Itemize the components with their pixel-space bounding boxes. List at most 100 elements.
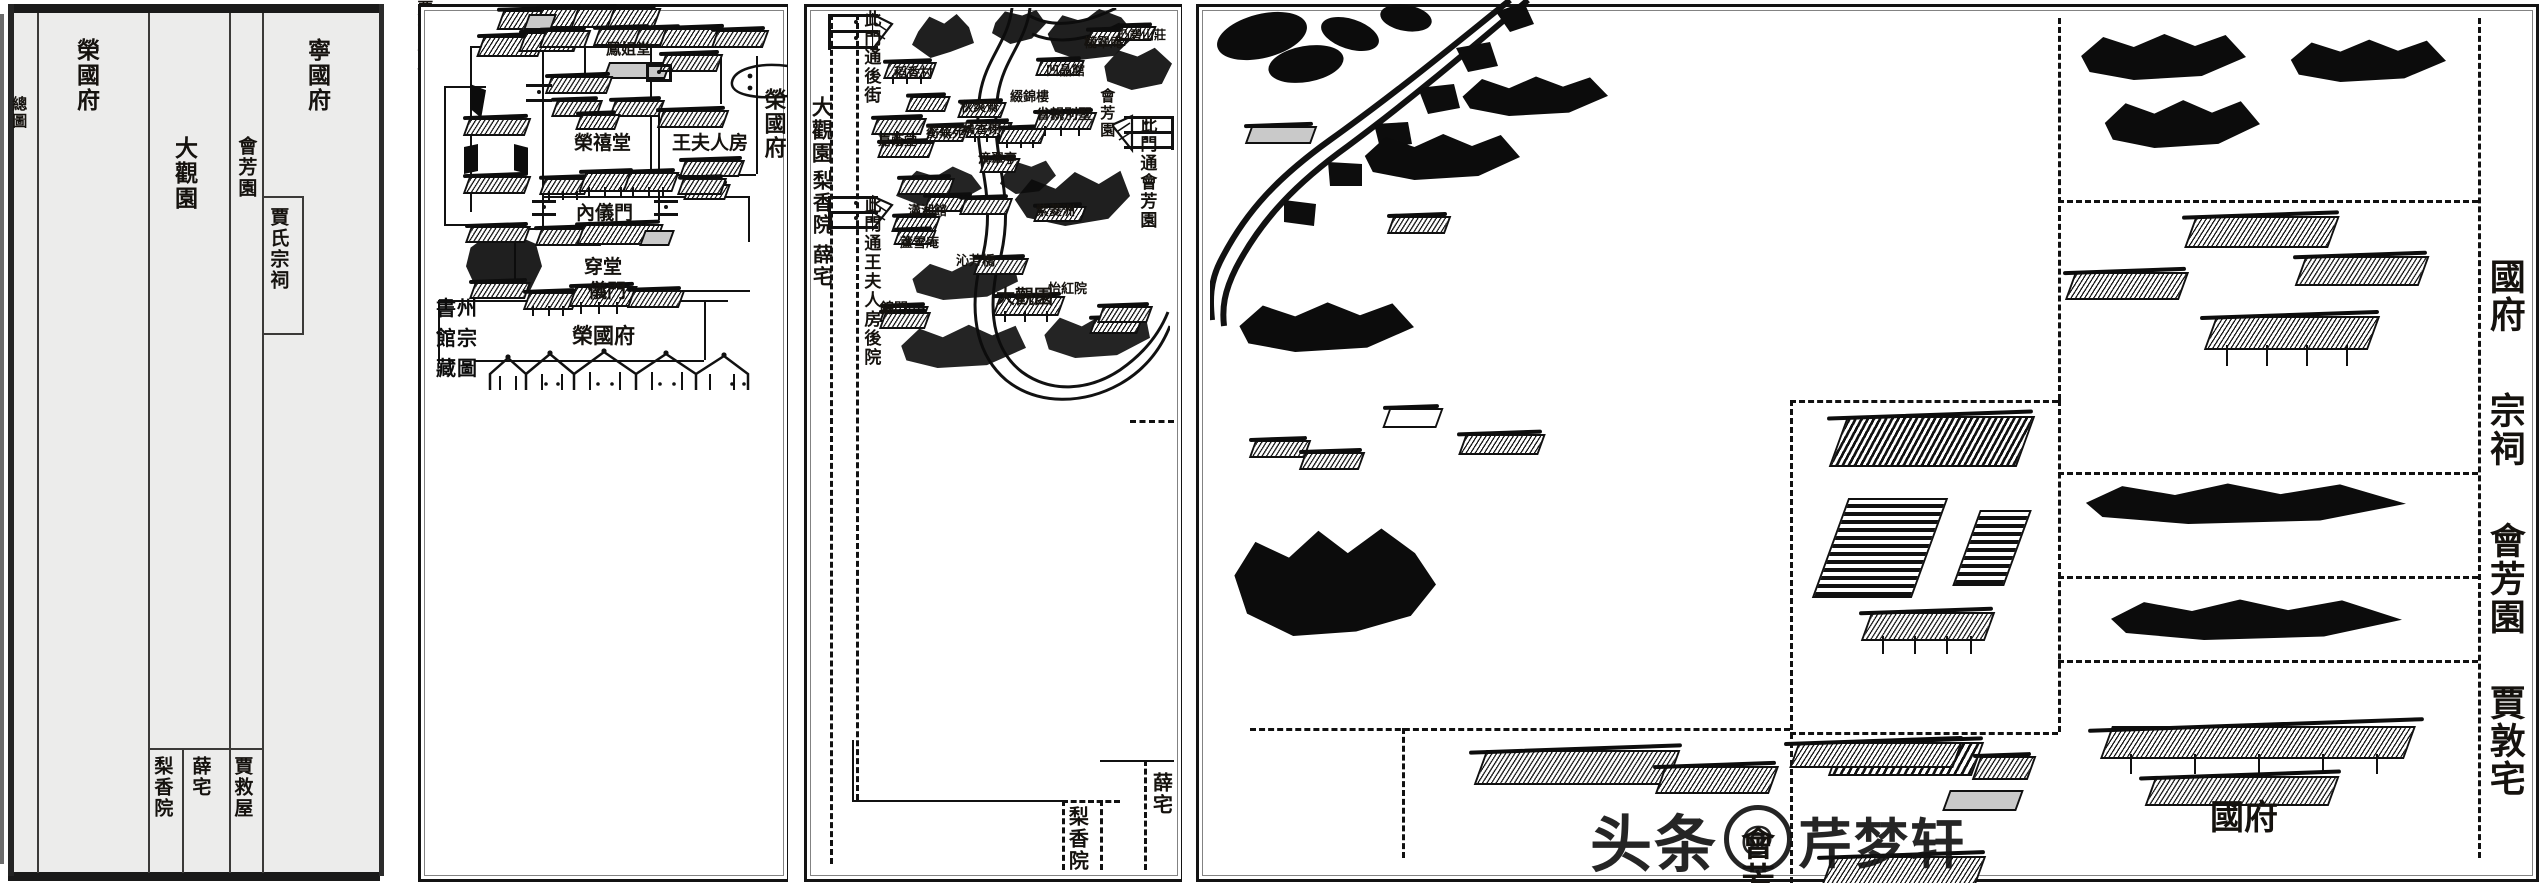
p2-rock-1: [470, 84, 486, 118]
panel2-frame: [418, 4, 788, 882]
p4-court-top: [1790, 400, 2058, 403]
p4-main-hall-roof: [1826, 409, 2036, 494]
p4-ne-rule: [2058, 200, 2478, 203]
panel-ningguo-mansion-map[interactable]: 會芳園 國府 國府 宗祠 會芳園 賈敦宅 头条 @ 芹梦轩: [1190, 0, 2539, 883]
p2-yimen-roof-b: [568, 281, 638, 314]
p3-site-zilingzhou[interactable]: 紫菱洲: [1036, 203, 1076, 218]
label-xuezhai[interactable]: 薛宅: [189, 756, 211, 798]
p2-wall-8: [756, 56, 758, 174]
label-rongguo-fu[interactable]: 榮國府: [73, 38, 99, 113]
panel1-divider-1: [37, 13, 39, 873]
p4-roof-e2: [2088, 717, 2424, 774]
label-wang-furen-fang[interactable]: 王夫人房: [672, 133, 749, 154]
p2-roof-jm-top: [462, 113, 532, 142]
p3-site-zhuijinlou[interactable]: 綴錦樓: [1010, 89, 1050, 104]
label-huifangyuan[interactable]: 會芳園: [235, 136, 257, 199]
p2-pond: [730, 63, 788, 99]
p2-hall-d: [676, 174, 728, 200]
p3-wall-sw: [852, 740, 854, 802]
p4-inner-label-guofu[interactable]: 國府: [2210, 800, 2278, 837]
p3-site-yihongyuan[interactable]: 怡紅院: [1048, 281, 1088, 296]
p3-site-shengqinbieshu[interactable]: 省親別墅: [1036, 108, 1092, 123]
p4-label-ningguo-fu[interactable]: 國府: [2484, 258, 2525, 334]
p3-note-to-huifang: 此門通會芳園: [1137, 116, 1157, 230]
p2-rock-3: [514, 144, 528, 174]
p3-label-lixiangyuan[interactable]: 梨香院: [809, 170, 832, 236]
p3-boundary-s-v2: [1100, 800, 1103, 870]
p3-site-jiayintang[interactable]: 嘉蔭堂: [878, 133, 918, 148]
p3-note-to-wang-furen: 此門通王夫人房後院: [861, 196, 881, 367]
p3-site-dicuiting[interactable]: 滴翠亭: [978, 151, 1018, 166]
p2-gate-box-3: [532, 200, 556, 216]
panel-total-map[interactable]: 總圖 榮國府 大觀園 會芳園 寧國府 賈氏宗祠 梨香院 薛宅 賈救屋: [0, 0, 392, 883]
panel3-frame: [804, 4, 1182, 882]
label-jia-shrine[interactable]: 賈氏宗祠: [267, 207, 289, 291]
panel1-left-rule: [8, 4, 14, 876]
p2-wall-13: [542, 110, 544, 230]
p3-boundary-left2: [856, 14, 859, 800]
label-yi-men[interactable]: 儀門: [588, 281, 627, 302]
p3-label-xuezhai[interactable]: 薛宅: [809, 244, 832, 288]
p4-label-huifangyuan[interactable]: 會芳園: [2484, 522, 2525, 636]
p3-site-daoxiangcun[interactable]: 稻香村: [894, 65, 934, 80]
p2-wall-24: [474, 360, 704, 362]
label-rongxi-tang[interactable]: 榮禧堂: [574, 133, 632, 154]
panel1-edge-label: 總圖: [10, 96, 27, 130]
p2-yimen-roof-a: [522, 288, 580, 316]
label-lixiangyuan[interactable]: 梨香院: [151, 756, 173, 819]
p3-label-daguanyuan[interactable]: 大觀園: [809, 96, 834, 165]
p4-south-rule: [1250, 728, 1790, 731]
p2-gate-box-1: [646, 64, 672, 82]
panel1-top-rule: [8, 4, 380, 13]
p4-court-left: [1790, 400, 1793, 883]
p3-site-daguanyuan-gate[interactable]: 大觀園: [996, 287, 1054, 308]
p3-site-qiushuangzhai[interactable]: 秋爽齋: [960, 99, 1000, 114]
p3-site-hengwuyuan[interactable]: 蘅蕪苑: [926, 125, 966, 140]
p4-roof-ne4: [2200, 309, 2381, 366]
panel1-left-margin-rule: [0, 14, 4, 864]
p4-roof-w4: [1457, 429, 1546, 462]
p2-roof-w3: [538, 26, 592, 54]
label-daguanyuan[interactable]: 大觀園: [171, 136, 197, 211]
gate-to-back-street[interactable]: [828, 12, 894, 52]
seal-char-5: 藏: [436, 358, 456, 380]
p4-label-jiadunzhai[interactable]: 賈敦宅: [2484, 684, 2525, 798]
p3-bldg-17: [958, 194, 1014, 220]
gate-to-huifang-garden[interactable]: [1112, 114, 1174, 154]
label-chuan-tang[interactable]: 穿堂: [584, 257, 623, 278]
label-jiajiuwu[interactable]: 賈救屋: [231, 756, 253, 819]
p3-note-to-back-street: 此門通後街: [861, 10, 881, 105]
p3-site-xiaoxiangguan[interactable]: 瀟湘館: [908, 203, 948, 218]
p3-site-ouxiangxie[interactable]: 藕香榭: [962, 121, 1002, 136]
p4-hall-2: [1858, 606, 1996, 654]
p4-label-zongci[interactable]: 宗祠: [2484, 392, 2525, 468]
p4-side-block: [1811, 498, 1949, 598]
label-nei-yi-men[interactable]: 內儀門: [576, 203, 634, 224]
p3-site-huifangyuan[interactable]: 會芳園: [1098, 88, 1115, 139]
p3-site-tubishanzhuang[interactable]: 凸碧山莊: [1118, 28, 1167, 42]
p3-site-jinmen[interactable]: 錦門: [880, 302, 908, 317]
p3-site-aojingguan[interactable]: 凹晶館: [1046, 63, 1086, 78]
p3-boundary-left: [830, 14, 833, 864]
label-fengjie-tang[interactable]: 鳳姐堂: [606, 42, 652, 58]
p3-site-luxuean[interactable]: 蘆雪庵: [900, 235, 940, 250]
panel-daguanyuan-map[interactable]: 大觀園 梨香院 薛宅 此門通後街 此門通王夫人房後院 此門通會芳園 稻香村 嘉蔭…: [800, 0, 1182, 883]
p3-label-xuezhai-right[interactable]: 薛宅: [1149, 772, 1172, 816]
label-ningguo-fu[interactable]: 寧國府: [304, 38, 330, 113]
panel-rongguo-mansion-map[interactable]: 賈母上房: [414, 0, 788, 883]
p2-hall-c: [622, 168, 680, 198]
p4-roof-w2: [1298, 447, 1366, 476]
p2-yimen-roof-c: [626, 286, 686, 314]
p2-wall-17: [748, 196, 750, 242]
p4-roof-ne3: [2292, 250, 2430, 300]
gate-to-wang-furen-rear-court[interactable]: [828, 194, 894, 232]
p3-site-longcuian[interactable]: 櫳翠庵: [1084, 35, 1124, 50]
seal-char-1: 書: [436, 298, 456, 320]
p4-hall-4: [1971, 751, 2037, 790]
p3-se-gate-roof: [1096, 302, 1154, 328]
label-rongguo-fu-gate[interactable]: 榮國府: [572, 324, 635, 348]
p3-site-qinfangqiao[interactable]: 沁芳橋: [956, 253, 996, 268]
panel1-bottom-band-rule: [148, 748, 263, 750]
p4-ne-boundary: [2058, 18, 2061, 400]
p3-label-lixiangyuan-bottom[interactable]: 梨香院: [1065, 806, 1088, 872]
